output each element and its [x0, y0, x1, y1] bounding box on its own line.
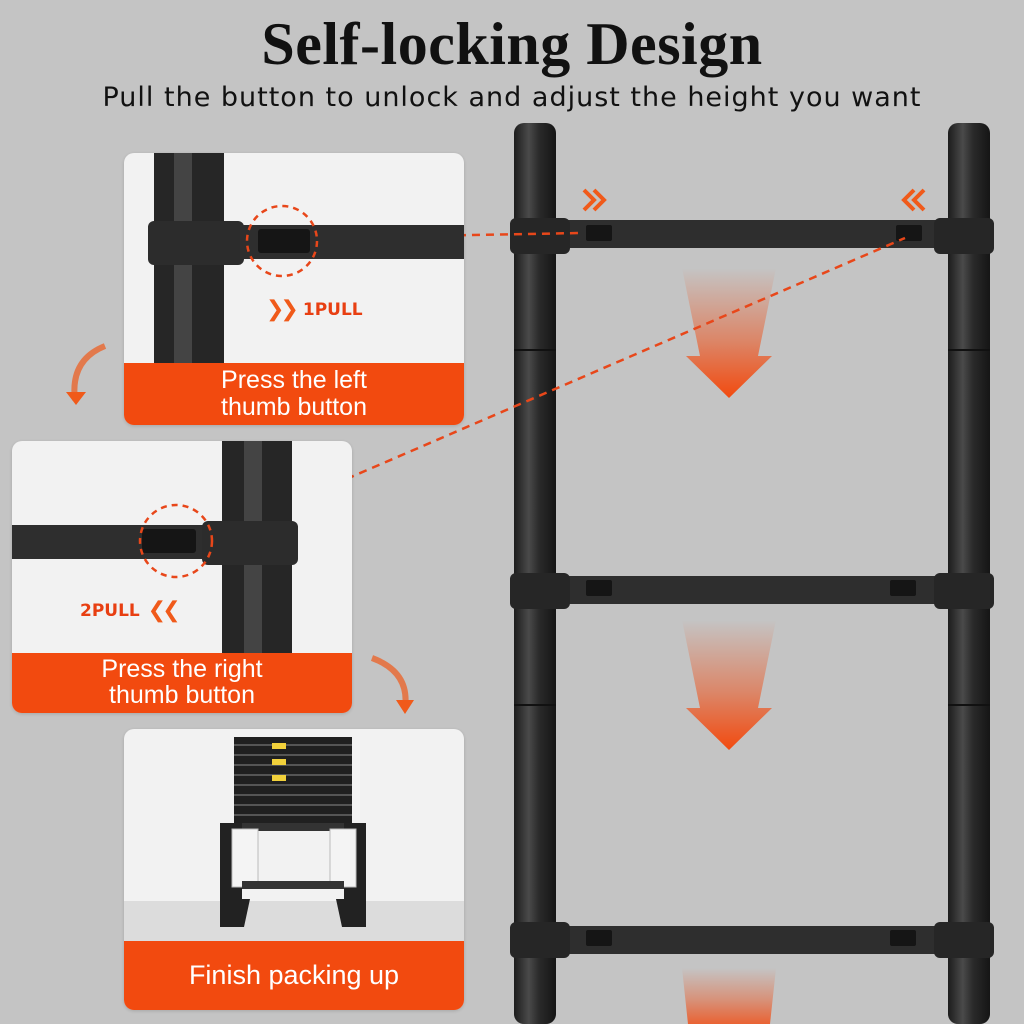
- down-arrow-icon: [682, 620, 776, 750]
- step-caption: Press the right thumb button: [12, 653, 352, 713]
- down-arrow-icon: [682, 268, 776, 398]
- step-caption: Finish packing up: [124, 941, 464, 1010]
- chevron-left-icon: ❮❮: [147, 598, 181, 623]
- page-title: Self-locking Design: [261, 11, 763, 77]
- rung-top: [510, 218, 994, 254]
- pull-label: ❯❯ 1PULL: [266, 297, 363, 322]
- folded-ladder-image: [220, 737, 366, 927]
- step-panel-packed: Finish packing up: [124, 729, 464, 1010]
- pull-label: 2PULL ❮❮: [80, 598, 181, 623]
- rung-bottom: [510, 922, 994, 958]
- highlight-circle: [138, 503, 214, 579]
- step-panel-left-button: ❯❯ 1PULL Press the left thumb button: [124, 153, 464, 425]
- curved-arrow-icon: [71, 343, 107, 401]
- page-subtitle: Pull the button to unlock and adjust the…: [102, 82, 922, 113]
- chevron-left-icon: [901, 188, 926, 212]
- step-caption: Press the left thumb button: [124, 363, 464, 425]
- highlight-circle: [245, 204, 319, 278]
- chevron-right-icon: ❯❯: [266, 297, 299, 322]
- rung-middle: [510, 573, 994, 609]
- chevron-right-icon: [582, 188, 607, 212]
- down-arrow-icon: [682, 968, 776, 1024]
- step-panel-right-button: 2PULL ❮❮ Press the right thumb button: [12, 441, 352, 713]
